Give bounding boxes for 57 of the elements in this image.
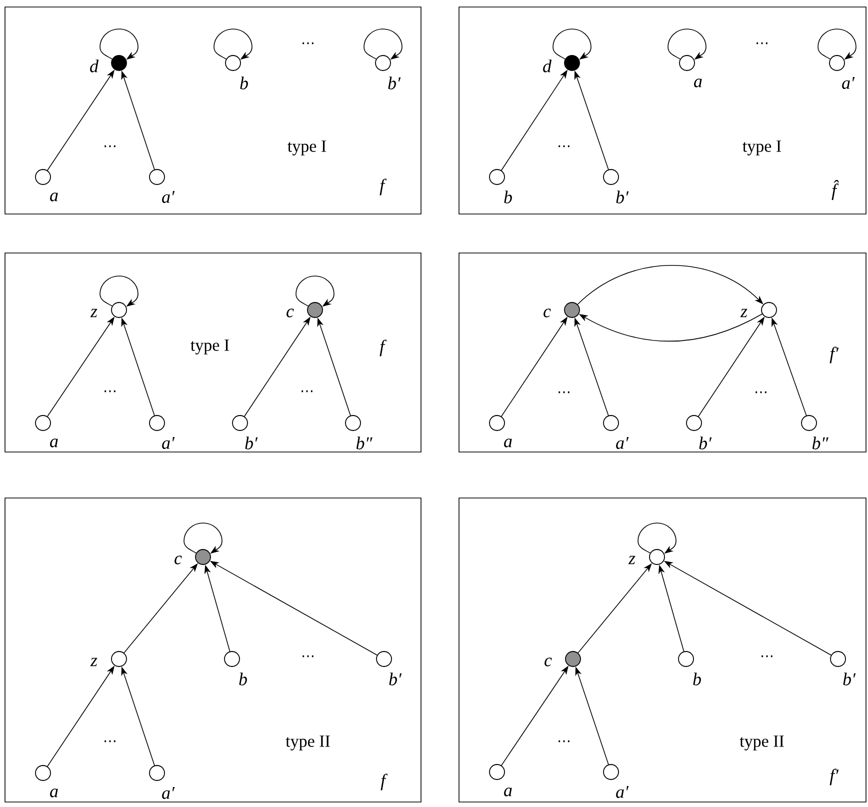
vertex-label: a [504,788,512,796]
type-label: type I [742,140,781,156]
vertex-label: b [239,672,247,686]
vertex-label: a′ [162,787,175,799]
ellipsis: ⋯ [756,391,766,394]
vertex-label: b″ [356,436,372,450]
vertex-label: a′ [616,437,629,449]
vertex-label: z [740,308,748,318]
ellipsis: ⋯ [756,42,768,44]
vertex-label: b′ [843,672,856,686]
function-label: f′ [830,768,839,786]
type-label: type I [190,340,229,354]
type-label: type I [288,140,326,156]
ellipsis: ⋯ [104,145,116,148]
vertex-label: d [543,60,552,72]
vertex-label: z [90,308,98,318]
vertex-label: b′ [388,76,401,90]
function-label: f′ [830,346,839,364]
vertex-label: a′ [616,786,629,798]
vertex-label: a′ [842,77,855,89]
vertex-label: b′ [699,436,712,450]
vertex-label: b″ [812,436,828,450]
vertex-label: a [504,438,512,448]
type-label: type II [740,736,784,750]
vertex-label: c [544,308,551,318]
vertex-label: b′ [616,190,629,204]
function-label: f [380,178,387,196]
vertex-label: a′ [162,437,175,449]
function-label: f̂ [832,180,839,200]
function-label: f [380,774,388,790]
ellipsis: ⋯ [558,740,570,742]
ellipsis: ⋯ [762,655,772,658]
vertex-label: a [50,788,58,798]
type-label: type II [286,736,330,750]
ellipsis: ⋯ [104,390,116,392]
vertex-label: c [286,308,294,318]
vertex-label: d [90,60,99,72]
ellipsis: ⋯ [558,145,570,148]
vertex-label: b [504,190,512,204]
vertex-label: b′ [389,672,402,686]
vertex-label: a [50,192,58,202]
vertex-label: a [50,438,58,448]
function-label: f [380,340,387,356]
vertex-label: b′ [245,436,258,450]
ellipsis: ⋯ [558,391,570,394]
vertex-label: c [544,658,552,666]
ellipsis: ⋯ [302,42,314,44]
vertex-label: b [240,76,248,90]
vertex-label: b [693,672,701,686]
vertex-label: z [628,556,636,564]
vertex-label: z [90,658,98,666]
vertex-label: a′ [162,191,175,203]
ellipsis: ⋯ [104,740,116,742]
ellipsis: ⋯ [302,390,312,392]
ellipsis: ⋯ [302,655,314,658]
vertex-label: a [694,78,702,88]
vertex-label: c [174,556,182,564]
